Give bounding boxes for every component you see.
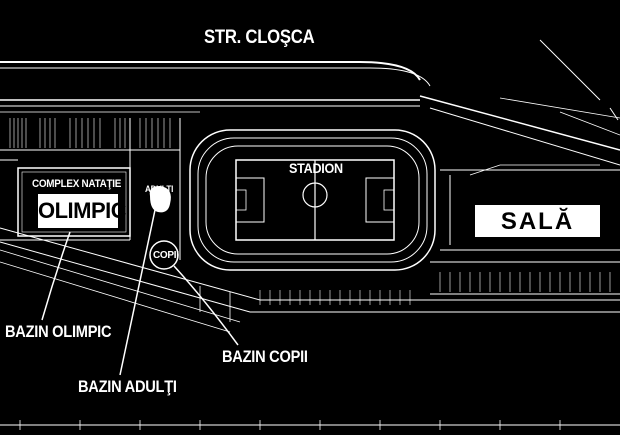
complex-title-label: COMPLEX NATAŢIE [32,178,122,190]
stadium-label: STADION [289,160,343,176]
callout-olympic-pool: BAZIN OLIMPIC [5,322,112,341]
hall-label: SALĂ [475,205,600,237]
kids-pool-label: COPII [153,250,179,261]
complex-name-label: OLIMPIC [38,194,127,228]
callout-adults-pool: BAZIN ADULŢI [78,377,177,396]
callout-kids-pool: BAZIN COPII [222,347,308,366]
street-label: STR. CLOŞCA [204,27,315,48]
adults-pool-label: ADULŢI [145,184,174,194]
